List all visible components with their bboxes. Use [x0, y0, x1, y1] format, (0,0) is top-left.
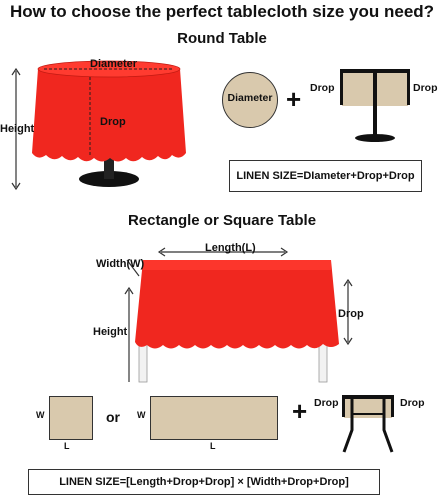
rect-table-heading: Rectangle or Square Table	[127, 212, 317, 229]
round-table-side-view	[340, 69, 410, 142]
or-label: or	[106, 409, 120, 425]
round-tablecloth	[32, 69, 186, 162]
rect-formula: LINEN SIZE=[Length+Drop+Drop] × [Width+D…	[59, 476, 349, 488]
rectangle-table-icon	[150, 396, 278, 440]
rect-width-label: W	[137, 410, 146, 420]
page-title: How to choose the perfect tablecloth siz…	[9, 2, 435, 21]
table-pedestal	[104, 151, 114, 179]
rect-drop-right-label: Drop	[400, 397, 425, 409]
rect-tablecloth	[135, 260, 339, 349]
diameter-label: Diameter	[90, 58, 138, 70]
rect-length-label: L	[210, 441, 216, 451]
rect-table-illustration	[124, 247, 353, 383]
drop-right-label: Drop	[413, 82, 438, 94]
length-label: Length(L)	[205, 242, 256, 254]
rect-plus-icon: +	[292, 396, 308, 426]
drop-left-label: Drop	[310, 82, 335, 94]
round-table-illustration	[11, 60, 186, 191]
round-formula-box: LINEN SIZE=DIameter+Drop+Drop	[229, 160, 422, 192]
rect-formula-box: LINEN SIZE=[Length+Drop+Drop] × [Width+D…	[28, 469, 380, 495]
rect-height-label: Height	[93, 326, 128, 338]
rect-drop-label: Drop	[338, 308, 364, 320]
width-label: Width(W)	[96, 258, 145, 270]
round-table-heading: Round Table	[177, 30, 267, 47]
drop-label: Drop	[100, 116, 126, 128]
square-table-icon	[49, 396, 93, 440]
rect-table-side-view	[342, 395, 394, 453]
rect-drop-left-label: Drop	[314, 397, 339, 409]
round-formula: LINEN SIZE=DIameter+Drop+Drop	[236, 170, 415, 182]
plus-icon: +	[286, 84, 302, 114]
square-length-label: L	[64, 441, 70, 451]
square-width-label: W	[36, 410, 45, 420]
diameter-icon-label: Diameter	[227, 92, 273, 104]
height-label: Height	[0, 123, 35, 135]
diameter-circle-icon	[222, 72, 278, 128]
